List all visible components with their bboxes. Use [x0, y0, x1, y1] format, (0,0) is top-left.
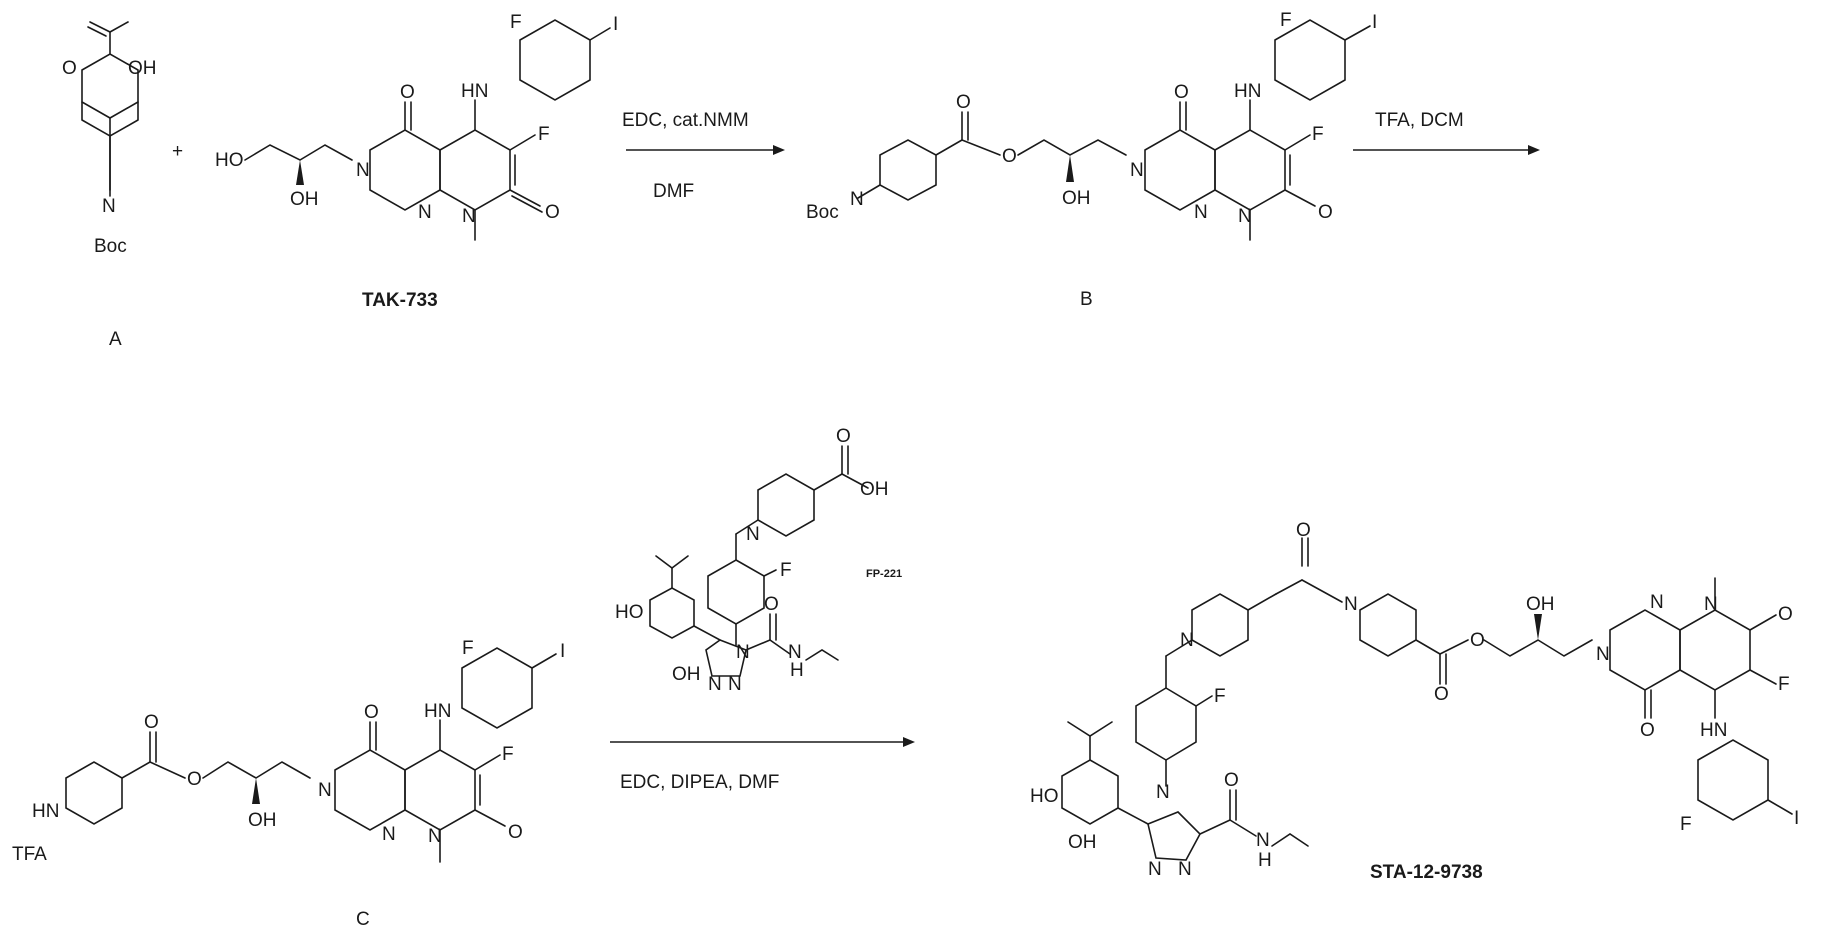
atom-label: O [1296, 520, 1311, 541]
atom-label: O [1778, 604, 1793, 625]
compound-c-label: C [356, 909, 370, 930]
compound-b-structure: Boc N O O OH N O N N F O HN F I [806, 10, 1377, 240]
step2-arrow [1353, 145, 1540, 155]
atom-label: N [1596, 644, 1610, 665]
atom-label: F [1778, 674, 1790, 695]
atom-label: O [1224, 770, 1239, 791]
step1-reagents: EDC, cat.NMM [622, 110, 749, 131]
compound-c-salt: TFA [12, 844, 47, 865]
atom-label: N [708, 674, 722, 695]
plus-sign: + [172, 141, 183, 162]
atom-label: N [1180, 630, 1194, 651]
compound-product-structure: O N N O O OH N O N N O F HN F I F N HO O… [1030, 520, 1799, 880]
atom-label: N [1344, 594, 1358, 615]
step2-reagents: TFA, DCM [1375, 110, 1464, 131]
atom-label: OH [1526, 594, 1555, 615]
atom-label: N [746, 524, 760, 545]
atom-label: OH [248, 810, 277, 831]
atom-label: O [1434, 684, 1449, 705]
compound-a-label: A [109, 329, 122, 350]
atom-label: F [510, 12, 522, 33]
atom-label: N [1704, 594, 1718, 615]
atom-label: F [1680, 814, 1692, 835]
atom-label: F [462, 638, 474, 659]
atom-label: F [1214, 686, 1226, 707]
step3-arrow [610, 737, 915, 747]
atom-label: I [560, 641, 565, 662]
atom-label: F [1280, 10, 1292, 31]
atom-label: HO [1030, 786, 1059, 807]
atom-label: O [1002, 146, 1017, 167]
atom-label: N [728, 674, 742, 695]
atom-label: O [144, 712, 159, 733]
atom-label: OH [1068, 832, 1097, 853]
atom-label: O [1640, 720, 1655, 741]
atom-label: O [400, 82, 415, 103]
atom-label: N [356, 160, 370, 181]
atom-label: N [462, 206, 476, 227]
compound-tak733-label: TAK-733 [362, 290, 438, 311]
step1-arrow [626, 145, 785, 155]
atom-label: N [318, 780, 332, 801]
atom-label: HN [1700, 720, 1727, 741]
atom-label: N [418, 202, 432, 223]
atom-label: N [850, 189, 864, 210]
atom-label: HO [215, 150, 244, 171]
atom-label: N [1194, 202, 1208, 223]
step3-reagents: EDC, DIPEA, DMF [620, 772, 779, 793]
atom-label: F [780, 560, 792, 581]
atom-label: N [428, 826, 442, 847]
atom-label: N [1178, 859, 1192, 880]
atom-label: OH [672, 664, 701, 685]
compound-fp221-label: FP-221 [866, 568, 902, 580]
atom-label: F [1312, 124, 1324, 145]
atom-label: O [62, 58, 77, 79]
atom-label: N [102, 196, 116, 217]
atom-label: N [1238, 206, 1252, 227]
atom-label: HN [424, 701, 451, 722]
atom-label: OH [1062, 188, 1091, 209]
atom-label: HN [1234, 81, 1261, 102]
atom-label: N [1130, 160, 1144, 181]
atom-label: H [1258, 850, 1272, 871]
atom-label: H [790, 660, 804, 681]
compound-b-label: B [1080, 289, 1093, 310]
atom-label: O [836, 426, 851, 447]
compound-a-structure: O OH N Boc [62, 22, 157, 257]
atom-label: F [538, 124, 550, 145]
step1-solvent: DMF [653, 181, 694, 202]
atom-label: O [364, 702, 379, 723]
atom-label: N [736, 642, 750, 663]
atom-label: HN [461, 81, 488, 102]
atom-label: O [508, 822, 523, 843]
atom-label: I [1794, 808, 1799, 829]
atom-label: Boc [806, 202, 839, 223]
compound-tak733-structure: HO OH O N N N F O HN F I [215, 12, 618, 240]
atom-label: OH [128, 58, 157, 79]
atom-label: N [1156, 782, 1170, 803]
compound-product-label: STA-12-9738 [1370, 862, 1483, 883]
atom-label: OH [290, 189, 319, 210]
atom-label: I [1372, 12, 1377, 33]
atom-label: Boc [94, 236, 127, 257]
atom-label: HN [32, 801, 59, 822]
atom-label: O [545, 202, 560, 223]
atom-label: F [502, 744, 514, 765]
atom-label: O [187, 769, 202, 790]
atom-label: N [382, 824, 396, 845]
atom-label: OH [860, 479, 889, 500]
atom-label: N [1256, 830, 1270, 851]
atom-label: O [764, 594, 779, 615]
atom-label: N [1148, 859, 1162, 880]
compound-fp221-structure: OH O N F HO OH N N N O N H [615, 426, 889, 695]
atom-label: O [1470, 630, 1485, 651]
atom-label: N [1650, 592, 1664, 613]
atom-label: O [1318, 202, 1333, 223]
compound-c-structure: HN O O OH N O N N F O HN F I [32, 638, 565, 862]
atom-label: HO [615, 602, 644, 623]
atom-label: I [613, 14, 618, 35]
atom-label: O [956, 92, 971, 113]
atom-label: O [1174, 82, 1189, 103]
